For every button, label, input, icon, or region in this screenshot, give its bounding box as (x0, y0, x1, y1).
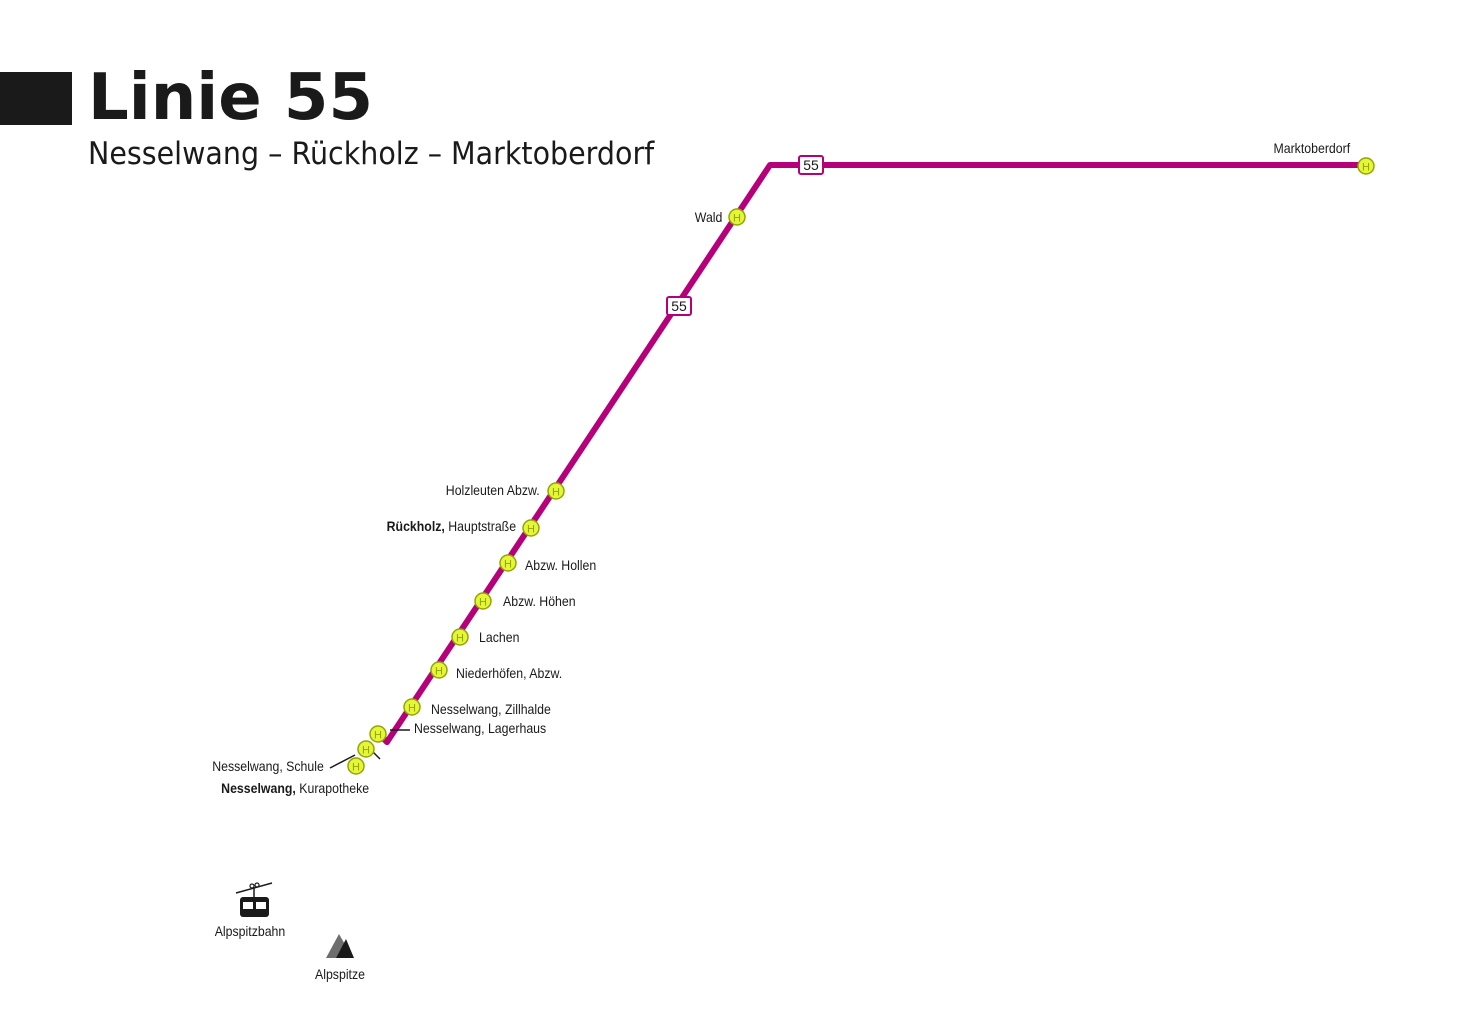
svg-text:H: H (374, 730, 382, 742)
svg-text:H: H (408, 703, 416, 715)
stop-marker-niederhoefen[interactable]: H (430, 661, 448, 679)
svg-text:H: H (552, 487, 560, 499)
svg-text:H: H (527, 524, 535, 536)
svg-text:H: H (733, 213, 741, 225)
leader-line-schule (329, 754, 356, 769)
line-badge-diagonal: 55 (666, 296, 692, 316)
svg-text:H: H (435, 666, 443, 678)
stop-label-niederhoefen: Niederhöfen, Abzw. (456, 665, 563, 681)
stop-label-wald: Wald (694, 209, 722, 225)
stop-label-kurapotheke: Nesselwang, Kurapotheke (221, 780, 369, 796)
cable-car-icon (235, 882, 273, 917)
stop-marker-kurapotheke[interactable]: H (347, 757, 365, 775)
line-badge-horizontal: 55 (798, 155, 824, 175)
stop-label-abzw-hoehen: Abzw. Höhen (503, 593, 576, 609)
title-accent-bar (0, 72, 72, 125)
page-subtitle: Nesselwang – Rückholz – Marktoberdorf (88, 136, 655, 172)
stop-label-rueckholz: Rückholz, Hauptstraße (386, 518, 516, 534)
stop-marker-lagerhaus[interactable]: H (369, 725, 387, 743)
stop-marker-abzw-hollen[interactable]: H (499, 554, 517, 572)
stop-marker-lachen[interactable]: H (451, 628, 469, 646)
stop-label-marktoberdorf: Marktoberdorf (1273, 140, 1350, 156)
poi-label-alpspitzbahn: Alpspitzbahn (214, 923, 286, 939)
svg-text:H: H (479, 597, 487, 609)
stop-marker-holzleuten[interactable]: H (547, 482, 565, 500)
stop-label-schule: Nesselwang, Schule (212, 758, 324, 774)
svg-text:H: H (1362, 162, 1370, 174)
svg-text:55: 55 (803, 157, 819, 173)
stop-label-holzleuten: Holzleuten Abzw. (446, 482, 540, 498)
stop-marker-abzw-hoehen[interactable]: H (474, 592, 492, 610)
svg-text:55: 55 (671, 298, 687, 314)
stop-label-abzw-hollen: Abzw. Hollen (525, 557, 597, 573)
mountain-icon (326, 934, 354, 958)
stop-marker-zillhalde[interactable]: H (403, 698, 421, 716)
stop-label-zillhalde: Nesselwang, Zillhalde (431, 701, 551, 717)
poi-label-alpspitze: Alpspitze (315, 966, 365, 982)
stop-marker-marktoberdorf[interactable]: H (1357, 157, 1375, 175)
stop-marker-rueckholz[interactable]: H (522, 519, 540, 537)
stop-label-lachen: Lachen (479, 629, 520, 645)
route-line-55 (384, 162, 1369, 745)
stop-marker-wald[interactable]: H (728, 208, 746, 226)
page-title: Linie 55 (88, 61, 373, 135)
stop-marker-schule[interactable]: H (357, 740, 375, 758)
svg-text:H: H (456, 633, 464, 645)
svg-text:H: H (352, 762, 360, 774)
svg-text:H: H (504, 559, 512, 571)
svg-text:H: H (362, 745, 370, 757)
stop-label-lagerhaus: Nesselwang, Lagerhaus (414, 720, 547, 736)
